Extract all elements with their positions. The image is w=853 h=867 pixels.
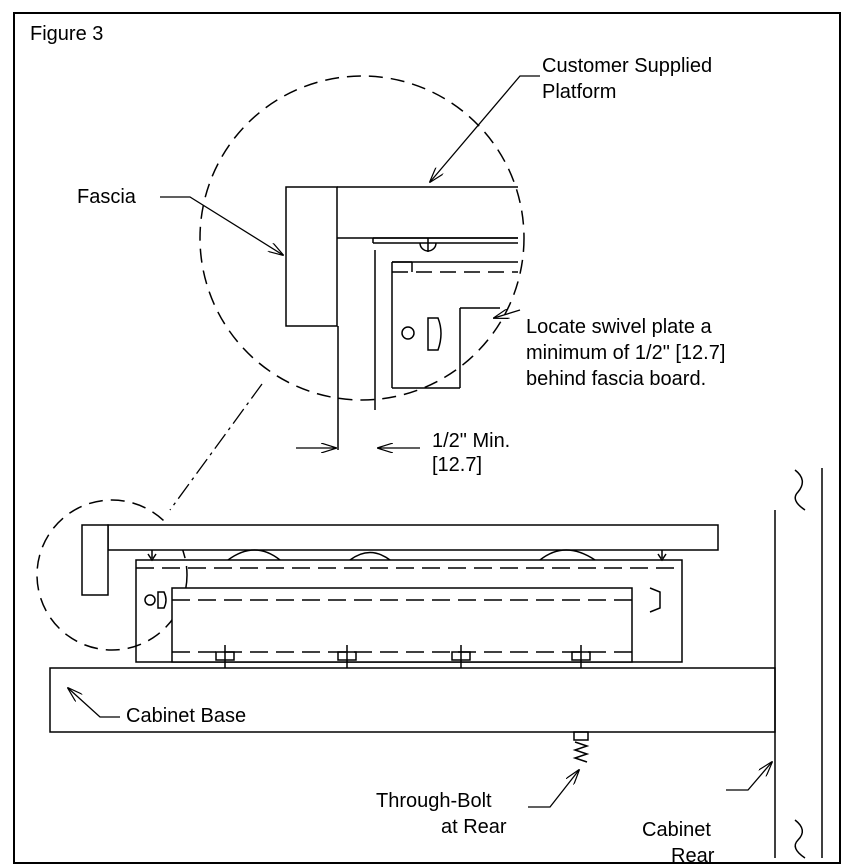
customer-platform-label-2: Platform (542, 81, 616, 103)
small-detail-circle (36, 499, 188, 651)
figure-title: Figure 3 (30, 23, 103, 45)
cabinet-rear-label-2: Rear (671, 845, 715, 867)
through-bolt-label-2: at Rear (441, 816, 507, 838)
cabinet-rear-label-1: Cabinet (642, 819, 711, 841)
detail-view (199, 75, 525, 450)
swivel-plate (171, 587, 633, 663)
main-leaders (68, 688, 772, 808)
note-line-1: Locate swivel plate a (526, 316, 713, 338)
detail-leaders (160, 75, 540, 318)
note-line-2: minimum of 1/2" [12.7] (526, 342, 725, 364)
platform (107, 524, 719, 551)
fascia-label: Fascia (77, 186, 137, 208)
cabinet-base-label: Cabinet Base (126, 705, 246, 727)
through-bolt-label-1: Through-Bolt (376, 790, 492, 812)
detail-connector-line (169, 383, 263, 511)
main-assembly (36, 468, 823, 859)
note-line-3: behind fascia board. (526, 368, 706, 390)
customer-platform-label-1: Customer Supplied (542, 55, 712, 77)
detail-circle (199, 75, 525, 401)
fascia-board (81, 524, 109, 596)
dimension-label-2: [12.7] (432, 454, 482, 476)
fascia-board-detail (285, 186, 338, 327)
figure-frame (13, 12, 841, 864)
dimension-label-1: 1/2" Min. (432, 430, 510, 452)
